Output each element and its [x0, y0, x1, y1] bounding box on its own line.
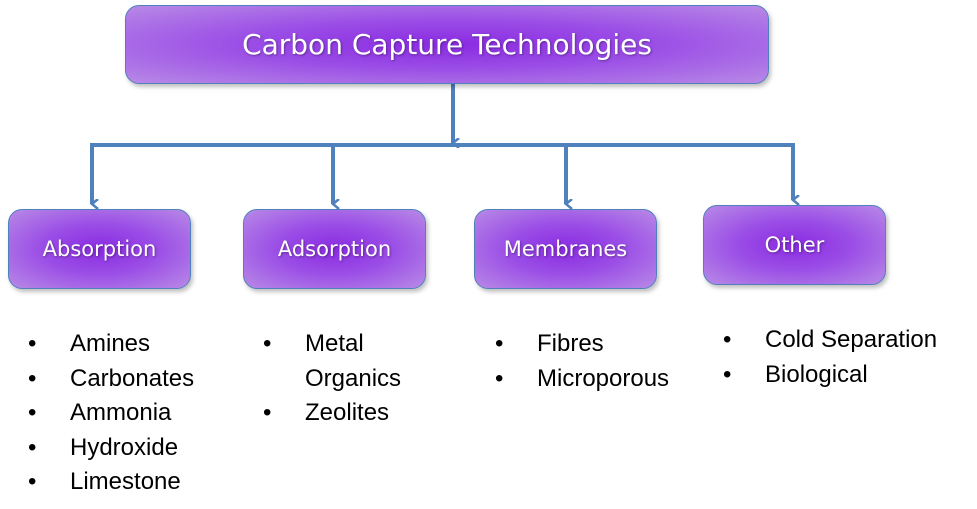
list-item: Limestone	[28, 465, 194, 500]
list-item: Fibres	[495, 327, 669, 362]
node-absorption: Absorption	[8, 209, 191, 289]
list-item: Ammonia	[28, 396, 194, 431]
absorption-list: Amines Carbonates Ammonia Hydroxide Lime…	[28, 327, 194, 500]
adsorption-list: Metal Organics Zeolites	[263, 327, 433, 431]
node-adsorption: Adsorption	[243, 209, 426, 289]
node-membranes: Membranes	[474, 209, 657, 289]
membranes-list: Fibres Microporous	[495, 327, 669, 396]
list-item: Cold Separation	[723, 323, 937, 358]
list-item: Biological	[723, 358, 937, 393]
list-item: Carbonates	[28, 362, 194, 397]
node-other: Other	[703, 205, 886, 285]
list-item: Microporous	[495, 362, 669, 397]
list-item: Metal Organics	[263, 327, 433, 396]
list-item: Hydroxide	[28, 431, 194, 466]
other-list: Cold Separation Biological	[723, 323, 937, 392]
list-item: Amines	[28, 327, 194, 362]
root-node: Carbon Capture Technologies	[125, 5, 769, 84]
list-item: Zeolites	[263, 396, 433, 431]
